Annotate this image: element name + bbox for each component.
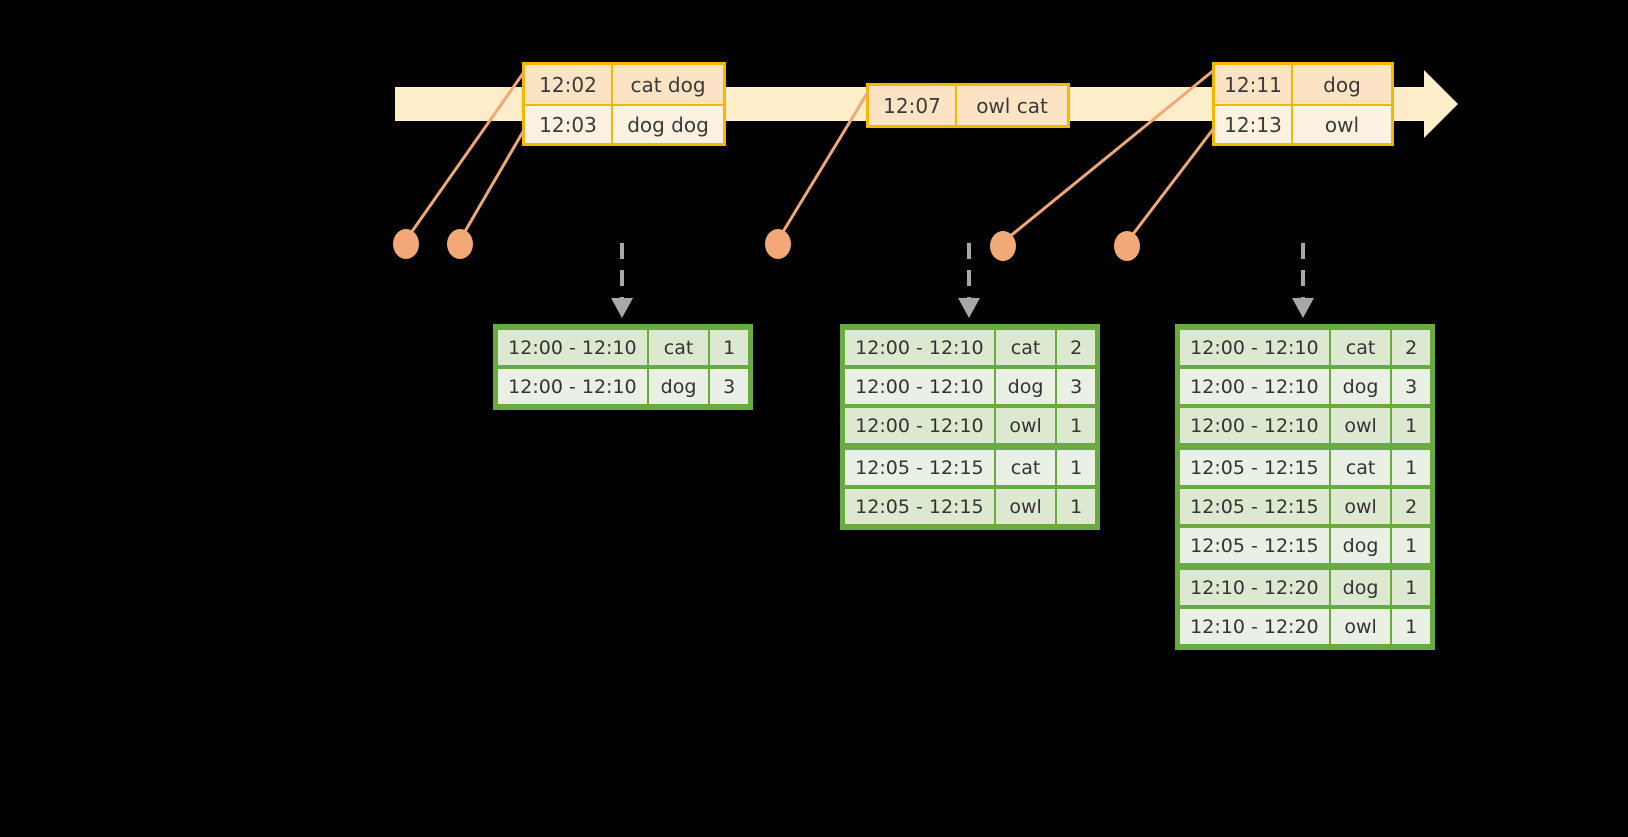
- word-cell: dog: [995, 369, 1056, 404]
- word-cell: cat: [1330, 330, 1391, 365]
- count-cell: 2: [1392, 489, 1430, 524]
- event-time: 12:11: [1215, 65, 1293, 104]
- event-words: cat dog: [613, 65, 723, 104]
- timeline-arrowhead-icon: [1424, 70, 1458, 138]
- word-cell: owl: [1330, 609, 1391, 644]
- dashed-arrow-1: [611, 243, 633, 318]
- word-cell: owl: [1330, 408, 1391, 443]
- word-cell: dog: [1330, 528, 1391, 563]
- count-cell: 1: [1057, 408, 1095, 443]
- count-cell: 1: [1392, 450, 1430, 485]
- dashed-arrow-3: [1292, 243, 1314, 318]
- window-cell: 12:00 - 12:10: [845, 330, 994, 365]
- window-cell: 12:00 - 12:10: [1180, 369, 1329, 404]
- event-words: dog: [1293, 65, 1391, 104]
- event-row: 12:07 owl cat: [869, 86, 1067, 125]
- word-cell: owl: [1330, 489, 1391, 524]
- window-cell: 12:05 - 12:15: [1180, 528, 1329, 563]
- stream-dot-4[interactable]: [990, 231, 1016, 261]
- event-row: 12:03 dog dog: [525, 104, 723, 143]
- word-cell: cat: [1330, 450, 1391, 485]
- dashed-arrow-2: [958, 243, 980, 318]
- window-cell: 12:00 - 12:10: [845, 408, 994, 443]
- count-cell: 1: [710, 330, 748, 365]
- event-time: 12:07: [869, 86, 957, 125]
- window-cell: 12:00 - 12:10: [1180, 408, 1329, 443]
- window-cell: 12:00 - 12:10: [845, 369, 994, 404]
- word-cell: owl: [995, 408, 1056, 443]
- count-cell: 1: [1057, 450, 1095, 485]
- event-words: owl cat: [957, 86, 1067, 125]
- stream-dot-1[interactable]: [393, 229, 419, 259]
- event-box-3[interactable]: 12:11 dog 12:13 owl: [1212, 62, 1394, 146]
- window-cell: 12:10 - 12:20: [1180, 609, 1329, 644]
- word-cell: dog: [1330, 570, 1391, 605]
- window-cell: 12:05 - 12:15: [845, 489, 994, 524]
- window-cell: 12:05 - 12:15: [1180, 489, 1329, 524]
- window-cell: 12:00 - 12:10: [498, 369, 647, 404]
- event-row: 12:11 dog: [1215, 65, 1391, 104]
- word-cell: owl: [995, 489, 1056, 524]
- word-cell: cat: [995, 330, 1056, 365]
- stream-dot-3[interactable]: [765, 229, 791, 259]
- event-time: 12:03: [525, 106, 613, 143]
- window-cell: 12:05 - 12:15: [1180, 450, 1329, 485]
- connector-line: [1125, 127, 1216, 243]
- stream-dot-5[interactable]: [1114, 231, 1140, 261]
- count-cell: 3: [1392, 369, 1430, 404]
- count-cell: 3: [710, 369, 748, 404]
- count-cell: 1: [1392, 570, 1430, 605]
- word-cell: cat: [995, 450, 1056, 485]
- event-row: 12:02 cat dog: [525, 65, 723, 104]
- count-cell: 2: [1057, 330, 1095, 365]
- count-cell: 1: [1392, 609, 1430, 644]
- event-time: 12:13: [1215, 106, 1293, 143]
- event-time: 12:02: [525, 65, 613, 104]
- window-cell: 12:10 - 12:20: [1180, 570, 1329, 605]
- event-box-1[interactable]: 12:02 cat dog 12:03 dog dog: [522, 62, 726, 146]
- connector-line: [458, 129, 526, 241]
- word-cell: cat: [648, 330, 709, 365]
- event-words: owl: [1293, 106, 1391, 143]
- window-cell: 12:00 - 12:10: [498, 330, 647, 365]
- count-cell: 1: [1057, 489, 1095, 524]
- count-cell: 2: [1392, 330, 1430, 365]
- count-cell: 3: [1057, 369, 1095, 404]
- word-cell: dog: [1330, 369, 1391, 404]
- window-cell: 12:05 - 12:15: [845, 450, 994, 485]
- count-cell: 1: [1392, 528, 1430, 563]
- word-cell: dog: [648, 369, 709, 404]
- event-row: 12:13 owl: [1215, 104, 1391, 143]
- event-box-2[interactable]: 12:07 owl cat: [866, 83, 1070, 128]
- count-cell: 1: [1392, 408, 1430, 443]
- event-words: dog dog: [613, 106, 723, 143]
- stream-dot-2[interactable]: [447, 229, 473, 259]
- window-cell: 12:00 - 12:10: [1180, 330, 1329, 365]
